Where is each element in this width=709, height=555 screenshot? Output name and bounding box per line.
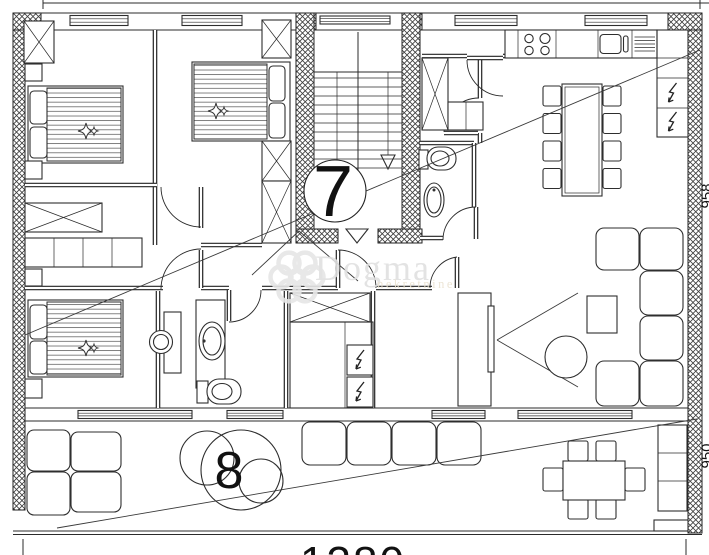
terrace-sofa-icon — [301, 421, 482, 466]
wardrobe-icon — [261, 180, 292, 244]
bedroom-2 — [191, 19, 292, 244]
apartment-number: 7 — [313, 152, 353, 232]
tree-icon — [238, 458, 284, 504]
tv-viewing-lines — [496, 292, 579, 388]
wardrobe-icon — [261, 19, 292, 59]
left-wall — [12, 12, 26, 511]
bathroom — [148, 299, 242, 405]
utility-closet — [289, 292, 374, 409]
right-lower-dimension: 950 — [699, 443, 709, 468]
chair-icon — [595, 498, 617, 520]
bottom-width-dimension: 1380 — [300, 538, 406, 555]
terrace-sofa-icon — [26, 429, 122, 516]
stove-icon — [524, 32, 551, 56]
stairwell — [295, 12, 423, 244]
chair-icon — [567, 440, 589, 462]
double-bed-icon — [191, 61, 291, 142]
corridor — [24, 202, 143, 287]
right-upper-dimension: 958 — [699, 183, 709, 208]
wardrobe-icon — [261, 140, 292, 182]
kitchen-sink-icon — [599, 33, 629, 55]
desk-icon — [24, 202, 103, 233]
bedroom-3 — [24, 299, 124, 399]
dining-area — [542, 83, 622, 197]
corner-sofa-icon — [595, 227, 684, 407]
side-table-icon — [586, 295, 618, 334]
door-arcs — [160, 59, 504, 323]
chair-icon — [542, 467, 564, 492]
entry-hall — [421, 57, 484, 131]
terrace-counter — [653, 424, 689, 532]
window — [319, 15, 391, 25]
window — [77, 409, 193, 420]
nightstand-icon — [24, 378, 43, 399]
unit-8-badge: 8 — [179, 429, 284, 511]
double-bed-icon — [27, 299, 124, 378]
nightstand-icon — [24, 160, 43, 180]
washbasin-icon — [198, 321, 226, 361]
toilet-icon — [196, 378, 242, 405]
drying-rack-icon — [634, 36, 655, 52]
electrical-panel-icon — [667, 82, 678, 103]
interior-walls — [25, 30, 507, 408]
watermark-brand: Dogma — [315, 248, 431, 288]
chair-icon — [595, 440, 617, 462]
window — [69, 14, 129, 27]
bottom-wall — [25, 407, 688, 422]
stair-treads — [314, 77, 402, 169]
tv-cabinet — [457, 292, 492, 407]
electrical-panel-icon — [667, 111, 678, 132]
wardrobe-icon — [421, 57, 449, 131]
top-dimension-line — [42, 0, 709, 9]
dresser-icon — [24, 237, 143, 268]
cabinet-icon — [24, 268, 43, 287]
window — [584, 14, 648, 27]
table-icon — [562, 460, 626, 501]
wc — [418, 146, 457, 218]
terrace — [26, 421, 689, 532]
double-bed-icon — [27, 85, 124, 164]
kitchen — [504, 29, 689, 138]
window — [181, 14, 243, 27]
washbasin-icon — [423, 182, 445, 218]
watermark-subtitle: nekretnine — [377, 277, 455, 291]
entrance-marker — [344, 228, 370, 244]
chair-icon — [567, 498, 589, 520]
window — [226, 409, 284, 420]
window — [431, 409, 486, 420]
living-room — [457, 227, 684, 407]
window — [517, 409, 633, 420]
chair-icon — [624, 467, 646, 492]
window-row-top — [69, 14, 648, 27]
chair-icon — [542, 85, 622, 190]
unit-7-badge: 7 — [303, 152, 367, 232]
coffee-table-icon — [544, 335, 588, 379]
dining-table-icon — [561, 83, 603, 197]
washing-machine-drum-icon — [148, 329, 174, 355]
bedroom-1 — [23, 20, 124, 180]
tree-icon — [179, 430, 235, 486]
terrace-dining-set — [542, 440, 646, 520]
stair-direction-arrow — [380, 154, 396, 171]
tv-icon — [487, 305, 495, 373]
terrace-number: 8 — [215, 442, 244, 500]
watermark: Dogma nekretnine — [268, 248, 455, 304]
watermark-logo-icon — [268, 250, 326, 304]
nightstand-icon — [24, 63, 43, 82]
wardrobe-icon — [23, 20, 55, 64]
bottom-boundary — [13, 530, 702, 555]
shelf-icon — [447, 101, 484, 131]
toilet-icon — [418, 146, 457, 171]
wardrobe-icon — [289, 292, 371, 323]
window — [454, 14, 518, 27]
tall-cabinet-column — [656, 29, 689, 138]
